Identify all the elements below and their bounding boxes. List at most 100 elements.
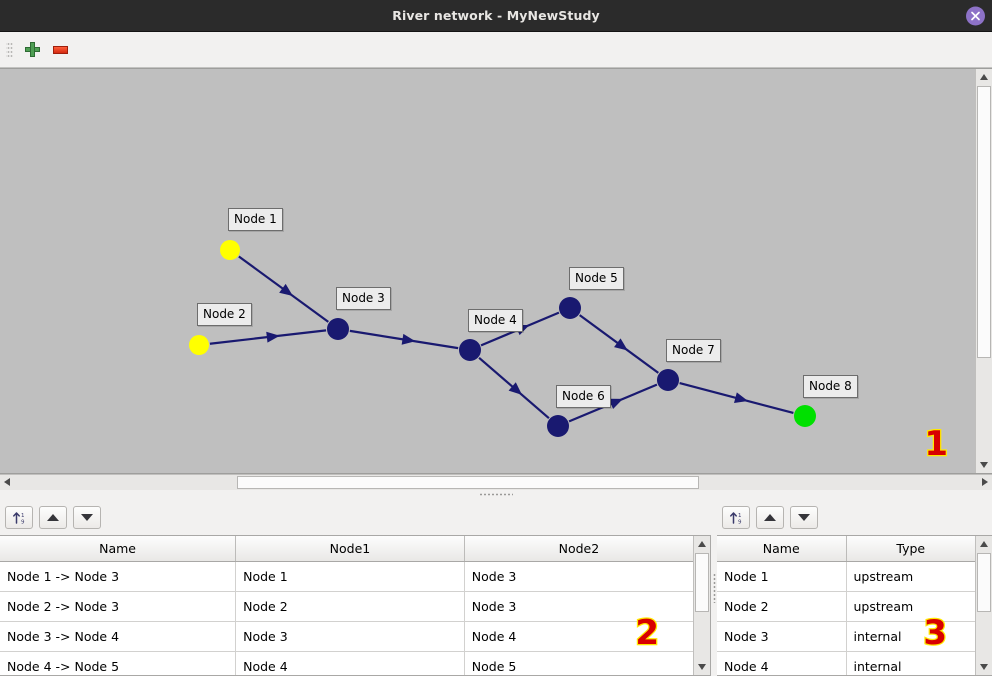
table-cell[interactable]: Node 3 (717, 621, 847, 652)
node-label[interactable]: Node 6 (556, 385, 611, 408)
table-cell[interactable]: Node 3 -> Node 4 (0, 621, 237, 652)
main-toolbar (0, 32, 992, 68)
nodes-sort-button[interactable]: 1 9 (722, 506, 750, 529)
network-node[interactable] (220, 240, 240, 260)
table-cell[interactable]: Node 3 (235, 621, 465, 652)
table-cell[interactable]: internal (846, 621, 975, 652)
nodes-toolbar: 1 9 (717, 499, 992, 535)
vertical-splitter-handle (712, 572, 716, 603)
table-cell[interactable]: Node 1 -> Node 3 (0, 561, 237, 592)
column-header[interactable]: Name (0, 536, 237, 562)
window-title: River network - MyNewStudy (392, 8, 600, 23)
table-cell[interactable]: Node 5 (464, 651, 693, 675)
column-header[interactable]: Node1 (235, 536, 465, 562)
links-move-up-button[interactable] (39, 506, 67, 529)
network-node[interactable] (547, 415, 569, 437)
node-label[interactable]: Node 3 (336, 287, 391, 310)
node-label[interactable]: Node 8 (803, 375, 858, 398)
node-label[interactable]: Node 7 (666, 339, 721, 362)
links-vscroll-thumb[interactable] (695, 553, 709, 612)
chevron-down-icon (798, 514, 810, 521)
add-node-button[interactable] (18, 37, 46, 63)
link-arrow-icon (401, 333, 416, 345)
links-move-down-button[interactable] (73, 506, 101, 529)
links-toolbar: 1 9 (0, 499, 711, 535)
network-graph (189, 240, 816, 437)
svg-text:1: 1 (21, 513, 25, 519)
table-cell[interactable]: Node 4 -> Node 5 (0, 651, 237, 675)
remove-node-button[interactable] (46, 37, 74, 63)
nodes-vscroll-thumb[interactable] (977, 553, 991, 612)
link-arrow-icon (508, 382, 523, 395)
minus-icon (52, 45, 68, 54)
table-cell[interactable]: Node 2 (717, 591, 847, 622)
network-node[interactable] (559, 297, 581, 319)
close-icon[interactable] (966, 6, 985, 25)
diagram-vertical-scrollbar[interactable] (975, 69, 992, 473)
vertical-splitter[interactable] (711, 499, 717, 676)
network-node[interactable] (459, 339, 481, 361)
node-label[interactable]: Node 2 (197, 303, 252, 326)
link-arrow-icon (279, 283, 293, 297)
table-cell[interactable]: Node 3 (464, 591, 693, 622)
column-header[interactable]: Node2 (464, 536, 693, 562)
nodes-vertical-scrollbar[interactable] (975, 536, 992, 675)
diagram-horizontal-scrollbar[interactable] (0, 474, 992, 490)
table-cell[interactable]: Node 4 (717, 651, 847, 675)
table-cell[interactable]: upstream (846, 561, 975, 592)
network-node[interactable] (327, 318, 349, 340)
table-cell[interactable]: upstream (846, 591, 975, 622)
horizontal-splitter[interactable] (0, 490, 992, 499)
chevron-down-icon (81, 514, 93, 521)
node-label[interactable]: Node 5 (569, 267, 624, 290)
toolbar-grip[interactable] (6, 40, 13, 59)
column-header[interactable]: Type (846, 536, 975, 562)
links-vertical-scrollbar[interactable] (693, 536, 710, 675)
diagram-hscroll-thumb[interactable] (237, 476, 699, 489)
title-bar: River network - MyNewStudy (0, 0, 992, 32)
table-cell[interactable]: Node 1 (717, 561, 847, 592)
node-label[interactable]: Node 4 (468, 309, 523, 332)
table-cell[interactable]: Node 3 (464, 561, 693, 592)
column-header[interactable]: Name (717, 536, 847, 562)
nodes-move-up-button[interactable] (756, 506, 784, 529)
svg-text:1: 1 (738, 513, 742, 519)
svg-text:9: 9 (21, 520, 25, 526)
table-cell[interactable]: Node 1 (235, 561, 465, 592)
table-cell[interactable]: internal (846, 651, 975, 675)
table-cell[interactable]: Node 4 (464, 621, 693, 652)
network-node[interactable] (657, 369, 679, 391)
diagram-vscroll-thumb[interactable] (977, 86, 991, 358)
table-cell[interactable]: Node 2 -> Node 3 (0, 591, 237, 622)
chevron-up-icon (47, 514, 59, 521)
table-cell[interactable]: Node 2 (235, 591, 465, 622)
links-sort-button[interactable]: 1 9 (5, 506, 33, 529)
table-cell[interactable]: Node 4 (235, 651, 465, 675)
node-label[interactable]: Node 1 (228, 208, 283, 231)
link-arrow-icon (608, 398, 623, 409)
link-arrow-icon (734, 392, 748, 404)
network-node[interactable] (189, 335, 209, 355)
link-arrow-icon (266, 331, 280, 343)
nodes-move-down-button[interactable] (790, 506, 818, 529)
plus-icon (24, 42, 40, 57)
network-node[interactable] (794, 405, 816, 427)
